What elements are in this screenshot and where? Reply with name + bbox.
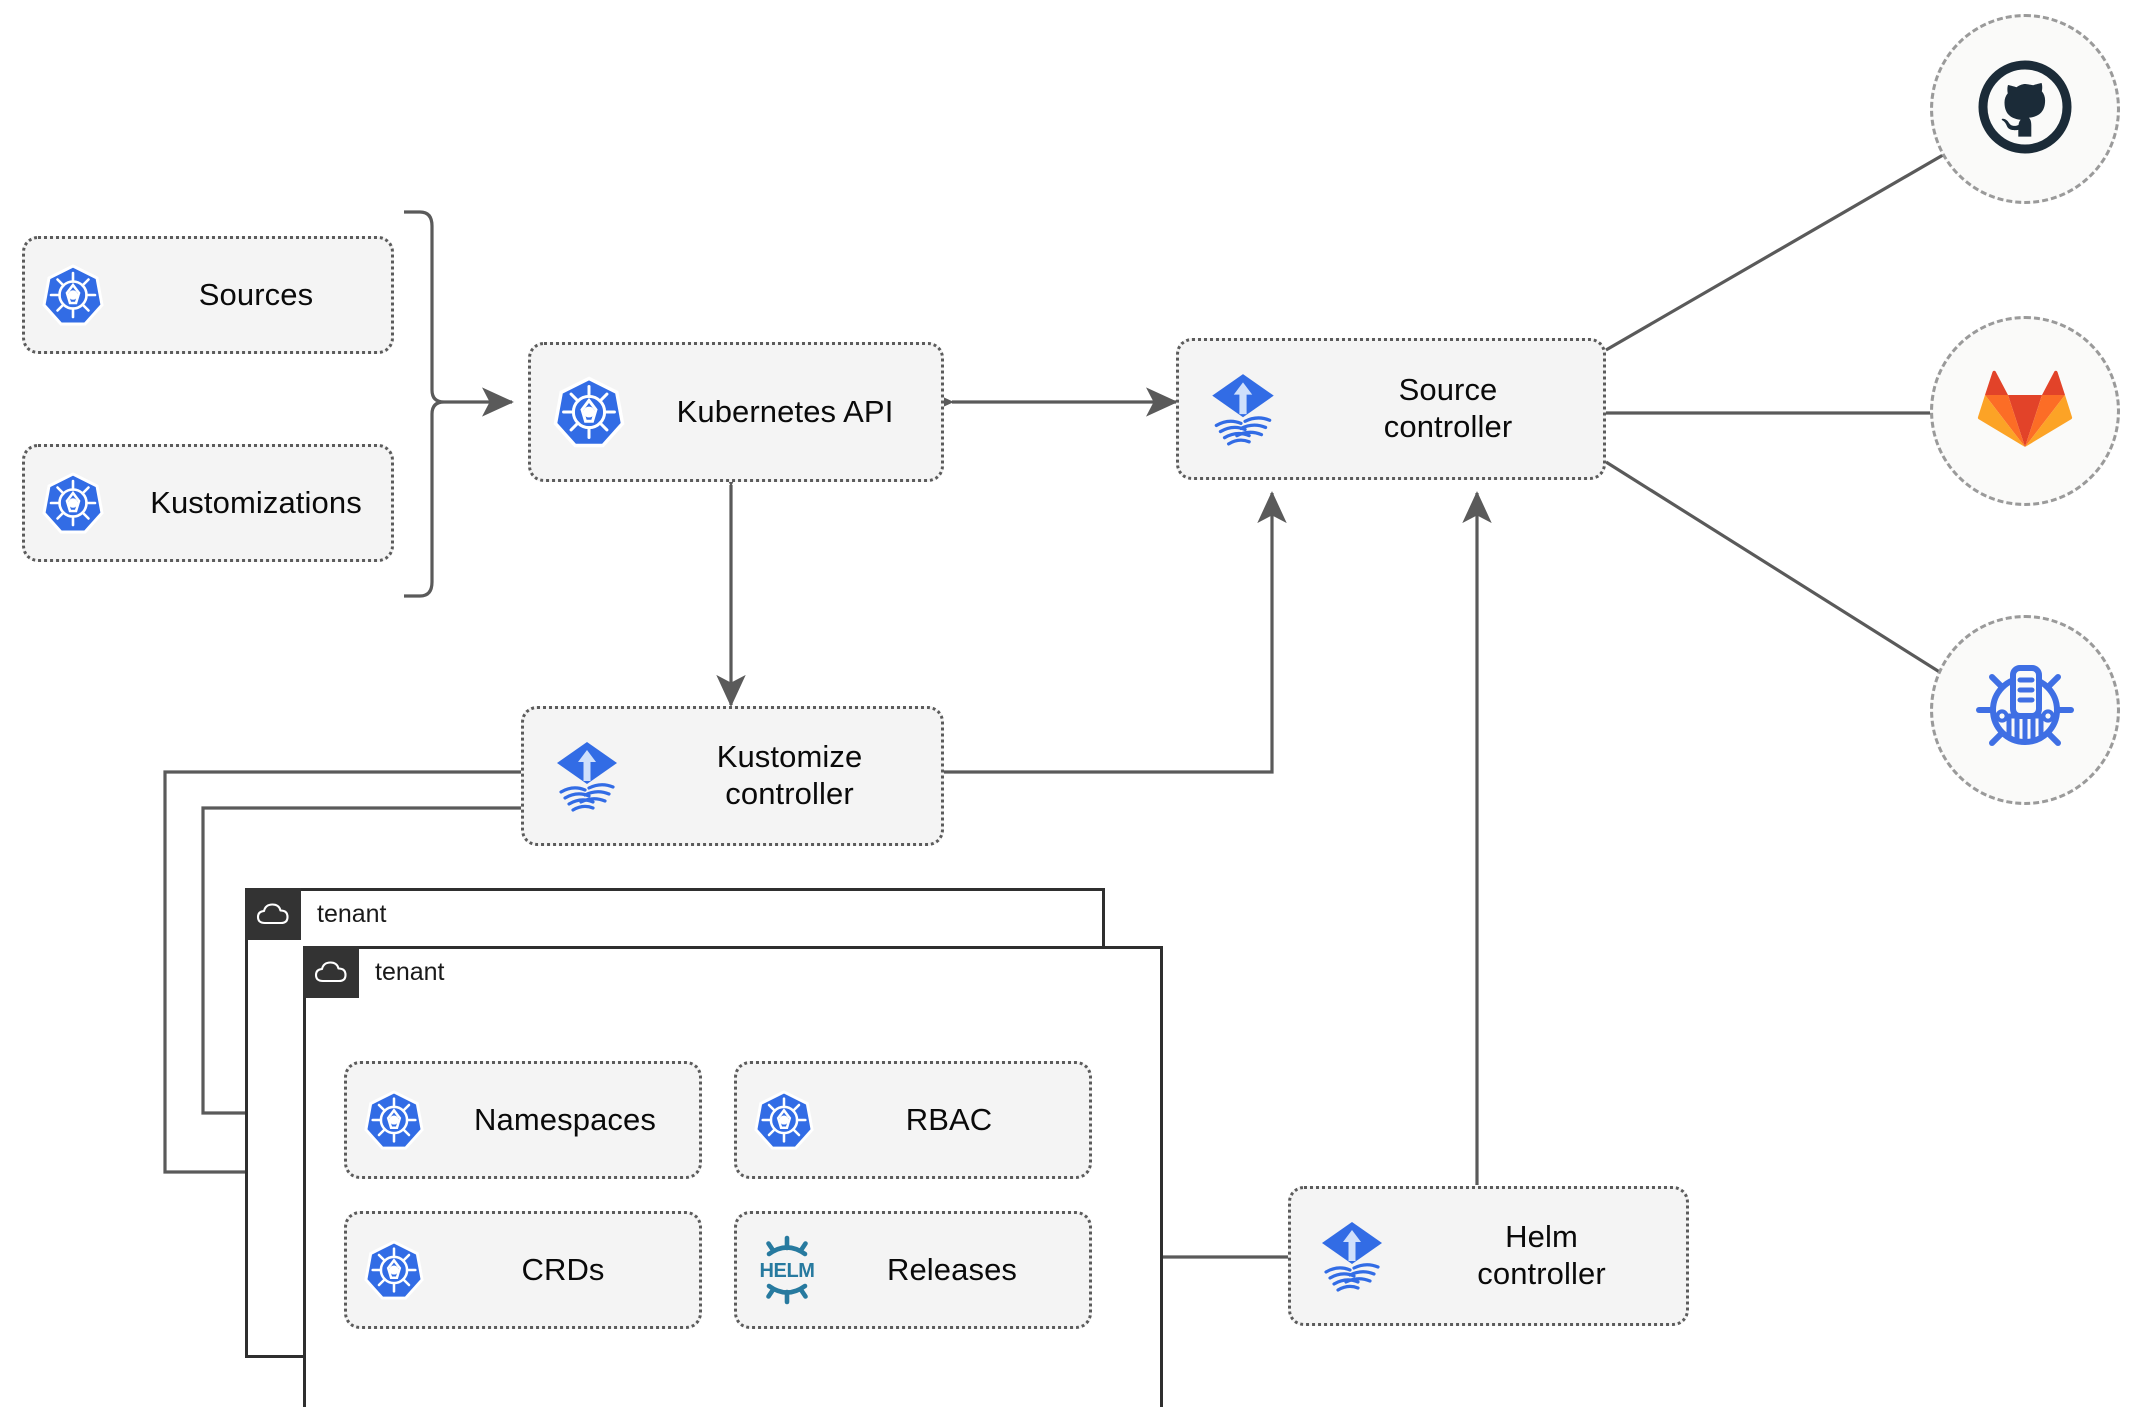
edge-bracket <box>404 210 445 598</box>
node-label: Source controller <box>1383 372 1513 444</box>
gitlab-icon <box>1975 361 2075 462</box>
github-icon <box>1975 57 2075 162</box>
kubernetes-icon <box>531 375 647 449</box>
tenant-header: tenant <box>303 946 445 998</box>
node-label: CRDs <box>521 1251 605 1287</box>
node-source-controller[interactable]: Source controller <box>1176 338 1606 480</box>
node-label: Kubernetes API <box>676 393 894 429</box>
edge-kustomize-source <box>944 491 1287 774</box>
helm-icon: HELM <box>737 1234 837 1306</box>
tenant-container-front[interactable]: tenant Namespaces <box>303 946 1163 1407</box>
node-kustomize-controller[interactable]: Kustomize controller <box>521 706 944 846</box>
node-releases[interactable]: HELM Releases <box>734 1211 1092 1329</box>
node-kubernetes-api[interactable]: Kubernetes API <box>528 342 944 482</box>
provider-github[interactable] <box>1930 14 2120 204</box>
node-label: Releases <box>886 1251 1018 1287</box>
helm-repository-icon <box>1971 654 2079 767</box>
tenant-header: tenant <box>245 888 387 940</box>
kubernetes-icon <box>25 263 121 327</box>
kubernetes-icon <box>25 471 121 535</box>
kubernetes-icon <box>347 1089 441 1151</box>
node-label: Sources <box>198 276 314 312</box>
node-namespaces[interactable]: Namespaces <box>344 1061 702 1179</box>
kubernetes-icon <box>347 1239 441 1301</box>
node-kustomizations[interactable]: Kustomizations <box>22 444 394 562</box>
node-label: Namespaces <box>474 1101 656 1137</box>
node-rbac[interactable]: RBAC <box>734 1061 1092 1179</box>
tenant-label: tenant <box>375 958 445 986</box>
flux-icon <box>1291 1216 1413 1296</box>
node-label: Helm controller <box>1477 1219 1606 1291</box>
cloud-icon <box>303 946 359 998</box>
provider-helm-repo[interactable] <box>1930 615 2120 805</box>
cloud-icon <box>245 888 301 940</box>
flux-icon <box>524 736 650 816</box>
tenant-label: tenant <box>317 900 387 928</box>
node-label: Kustomize controller <box>716 739 863 811</box>
node-crds[interactable]: CRDs <box>344 1211 702 1329</box>
flux-icon <box>1179 368 1307 450</box>
edge-source-github <box>1605 120 2002 352</box>
node-label: Kustomizations <box>150 484 362 520</box>
provider-gitlab[interactable] <box>1930 316 2120 506</box>
node-sources[interactable]: Sources <box>22 236 394 354</box>
svg-text:HELM: HELM <box>759 1260 814 1282</box>
kubernetes-icon <box>737 1089 831 1151</box>
node-label: RBAC <box>905 1101 993 1137</box>
node-helm-controller[interactable]: Helm controller <box>1288 1186 1689 1326</box>
